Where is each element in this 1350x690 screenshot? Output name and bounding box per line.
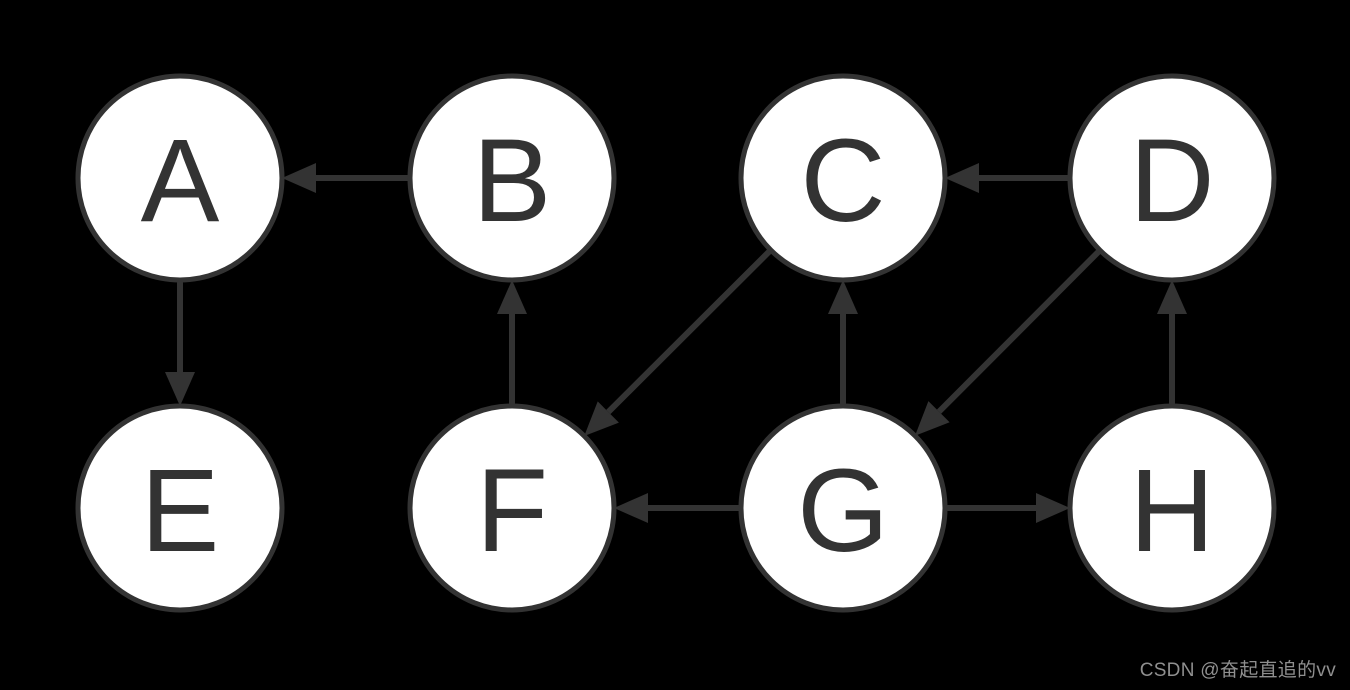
node-circle[interactable] xyxy=(407,73,617,283)
edge-arrowhead xyxy=(497,280,527,314)
graph-edge-g-to-c xyxy=(828,280,858,406)
graph-edge-f-to-b xyxy=(497,280,527,406)
edge-arrowhead xyxy=(915,401,950,436)
edge-line xyxy=(936,248,1103,414)
csdn-watermark: CSDN @奋起直追的vv xyxy=(1139,660,1336,681)
node-circle[interactable] xyxy=(738,403,948,613)
graph-edge-a-to-e xyxy=(165,280,195,406)
edge-arrowhead xyxy=(584,401,619,436)
node-circle[interactable] xyxy=(1067,403,1277,613)
graph-edge-g-to-h xyxy=(945,493,1070,523)
node-circle[interactable] xyxy=(75,403,285,613)
graph-edge-d-to-c xyxy=(945,163,1070,193)
graph-edge-c-to-f xyxy=(584,247,773,436)
edge-arrowhead xyxy=(945,163,979,193)
edge-arrowhead xyxy=(828,280,858,314)
node-circle[interactable] xyxy=(75,73,285,283)
edge-arrowhead xyxy=(165,372,195,406)
edge-arrowhead xyxy=(1157,280,1187,314)
node-circle[interactable] xyxy=(407,403,617,613)
edges-layer xyxy=(165,163,1187,523)
graph-node-c[interactable]: C xyxy=(738,73,948,283)
node-circle[interactable] xyxy=(738,73,948,283)
graph-node-b[interactable]: B xyxy=(407,73,617,283)
edge-arrowhead xyxy=(614,493,648,523)
graph-node-g[interactable]: G xyxy=(738,403,948,613)
graph-node-e[interactable]: E xyxy=(75,403,285,613)
graph-edge-d-to-g xyxy=(915,248,1103,436)
graph-edge-h-to-d xyxy=(1157,280,1187,406)
edge-line xyxy=(606,247,773,415)
node-circle[interactable] xyxy=(1067,73,1277,283)
graph-node-h[interactable]: H xyxy=(1067,403,1277,613)
graph-node-a[interactable]: A xyxy=(75,73,285,283)
graph-edge-b-to-a xyxy=(282,163,410,193)
edge-arrowhead xyxy=(1036,493,1070,523)
edge-arrowhead xyxy=(282,163,316,193)
graph-edge-g-to-f xyxy=(614,493,741,523)
graph-node-d[interactable]: D xyxy=(1067,73,1277,283)
graph-node-f[interactable]: F xyxy=(407,403,617,613)
